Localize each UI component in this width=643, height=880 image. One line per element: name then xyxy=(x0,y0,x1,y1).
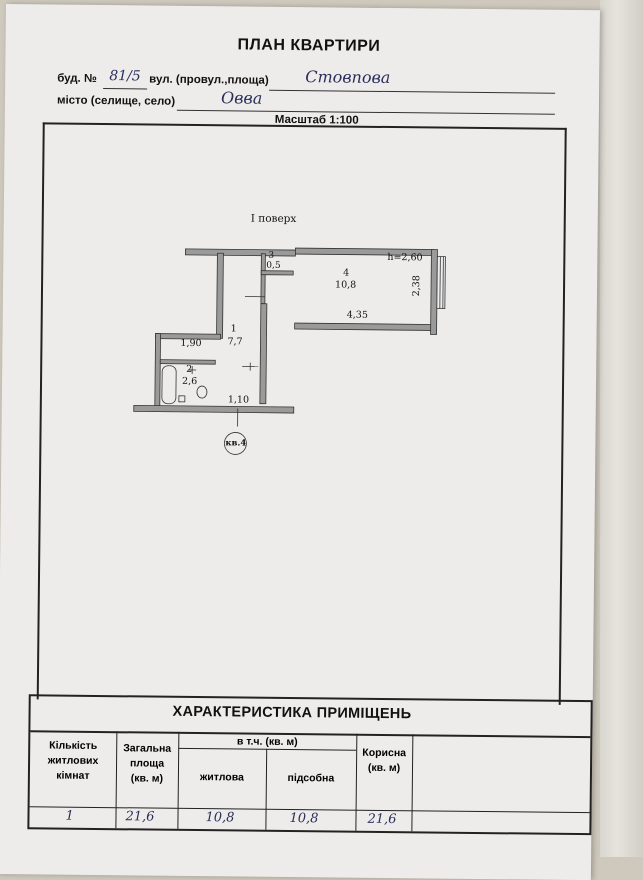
room-3-area: 0,5 xyxy=(266,261,280,271)
header-living: житлова xyxy=(178,770,266,786)
adjacent-page-edge xyxy=(600,0,643,857)
ceiling-height: h=2,60 xyxy=(387,252,422,263)
value-living: 10,8 xyxy=(205,810,234,825)
room-1-number: 1 xyxy=(231,323,237,334)
room-2-number: 2 xyxy=(186,364,192,375)
room-1-area: 7,7 xyxy=(227,336,242,347)
room-4-side-dimension: 2,38 xyxy=(411,275,422,296)
value-auxiliary: 10,8 xyxy=(289,811,318,826)
room-4-number: 4 xyxy=(343,268,349,279)
building-number-label: буд. № xyxy=(57,73,97,85)
header-auxiliary: підсобна xyxy=(266,771,356,787)
document-page: ПЛАН КВАРТИРИ буд. № 81/5 вул. (провул.,… xyxy=(0,4,600,880)
characteristics-table: ХАРАКТЕРИСТИКА ПРИМІЩЕНЬ Кількість житло… xyxy=(27,694,592,835)
hall-width-dimension: 1,90 xyxy=(180,338,201,349)
value-total-area: 21,6 xyxy=(125,809,154,824)
room-4-length-dimension: 4,35 xyxy=(347,310,368,321)
bath-width-dimension: 1,10 xyxy=(228,394,249,405)
room-4-area: 10,8 xyxy=(335,279,356,290)
header-total-area: Загальна площа (кв. м) xyxy=(116,741,178,787)
floor-plan-frame: I поверх xyxy=(37,122,567,704)
header-useful: Корисна (кв. м) xyxy=(356,746,412,777)
street-value: Стовпова xyxy=(305,67,390,87)
header-including: в т.ч. (кв. м) xyxy=(178,734,356,751)
value-rooms-count: 1 xyxy=(65,809,73,824)
floor-plan-drawing xyxy=(41,124,565,489)
room-3-number: 3 xyxy=(268,251,274,261)
table-title: ХАРАКТЕРИСТИКА ПРИМІЩЕНЬ xyxy=(173,704,412,722)
room-2-area: 2,6 xyxy=(182,376,197,387)
document-title: ПЛАН КВАРТИРИ xyxy=(237,36,380,55)
city-label: місто (селище, село) xyxy=(57,95,175,108)
apartment-tag: кв.4 xyxy=(225,438,246,448)
header-rooms-count: Кількість житлових кімнат xyxy=(30,738,116,784)
building-number-value: 81/5 xyxy=(109,68,141,84)
street-label: вул. (провул.,площа) xyxy=(149,74,269,87)
value-useful: 21,6 xyxy=(367,812,396,827)
city-value: Овва xyxy=(221,88,262,107)
